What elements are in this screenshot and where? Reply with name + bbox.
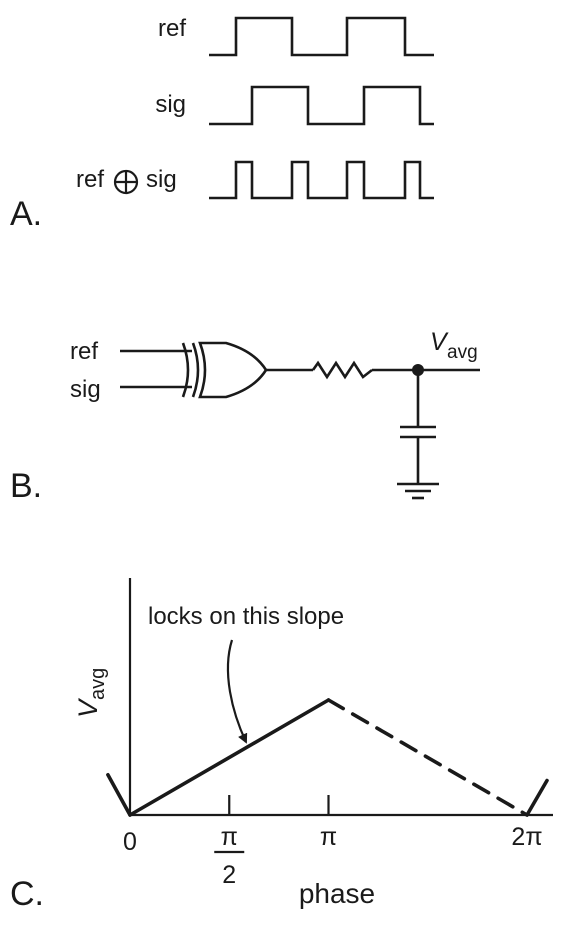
- annotation-arrow: [226, 639, 248, 744]
- y-axis-label-subscript: avg: [87, 668, 109, 700]
- tick-label-half-pi-numerator: π: [221, 823, 238, 851]
- resistor-symbol: [311, 360, 373, 380]
- tick-label-half-pi-denominator: 2: [222, 861, 236, 889]
- vavg-output-subscript: avg: [447, 342, 478, 363]
- curve-segment-solid-0: [106, 772, 132, 817]
- capacitor-symbol: [400, 425, 436, 439]
- ref-input-label: ref: [70, 338, 98, 365]
- panel-b-label: B.: [10, 467, 42, 505]
- xor-waveform-label-ref: ref: [76, 166, 104, 193]
- x-axis-label: phase: [299, 878, 375, 909]
- panel-c: C. V avg 0 π 2 π 2π locks on this slope …: [10, 578, 553, 913]
- curve-segment-dashed-2: [326, 698, 529, 817]
- ground-symbol: [397, 482, 439, 500]
- panel-c-label: C.: [10, 875, 44, 913]
- tick-label-pi: π: [320, 823, 337, 851]
- curve-segment-solid-3: [525, 778, 549, 817]
- annotation-text: locks on this slope: [148, 603, 344, 630]
- xor-gate-symbol: [181, 341, 268, 399]
- ref-waveform-label: ref: [158, 15, 186, 42]
- ref-waveform: [209, 16, 434, 57]
- tick-label-two-pi: 2π: [511, 823, 542, 851]
- tick-label-zero: 0: [123, 828, 137, 856]
- curve-segment-solid-1: [128, 698, 331, 817]
- vavg-curve: [106, 698, 549, 817]
- panel-b: B. ref sig V avg: [10, 328, 480, 505]
- xor-circle-plus-icon: [113, 169, 139, 195]
- sig-waveform-label: sig: [155, 91, 186, 118]
- vavg-output-label: V: [430, 328, 449, 356]
- panel-a-label: A.: [10, 195, 42, 233]
- panel-a: A. ref sig ref sig: [10, 15, 434, 233]
- y-axis-label: V: [73, 697, 103, 718]
- sig-input-label: sig: [70, 376, 101, 403]
- sig-waveform: [209, 85, 434, 126]
- xor-waveform: [209, 160, 434, 200]
- xor-waveform-label-sig: sig: [146, 166, 177, 193]
- x-axis-ticks: [228, 795, 330, 815]
